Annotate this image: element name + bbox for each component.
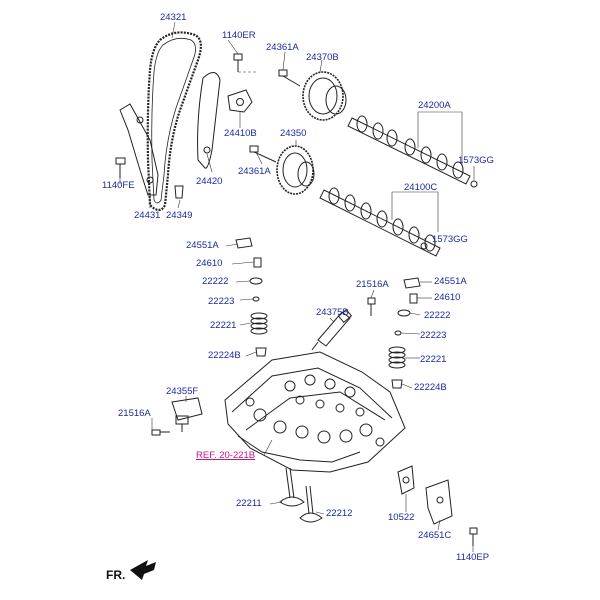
- label-cover-24651c: 24651C: [418, 530, 452, 541]
- label-bolt-21516a-right: 21516A: [356, 279, 389, 290]
- front-arrow-icon: [130, 560, 156, 580]
- leader-lines: [119, 21, 475, 552]
- label-cotter-22223-right: 22223: [420, 330, 447, 341]
- label-sprocket-24350: 24350: [280, 128, 307, 139]
- bolt-21516a-left: [151, 429, 161, 436]
- label-lash-24551a-right: 24551A: [434, 276, 467, 287]
- oil-control-valve: [311, 309, 353, 351]
- cover-24651c: [425, 479, 453, 525]
- bolt-1140er: [233, 53, 243, 61]
- cam-position-sensor: [171, 397, 203, 432]
- label-camshaft-24200a: 24200A: [418, 100, 451, 111]
- label-spring-22221-right: 22221: [420, 354, 447, 365]
- plug-1573gg-mid: [420, 242, 428, 250]
- front-marker: FR.: [106, 568, 126, 582]
- label-seal-22224b-right: 22224B: [414, 382, 447, 393]
- label-plug-1573gg-top: 1573GG: [458, 155, 494, 166]
- label-pin-24349: 24349: [166, 210, 193, 221]
- camshaft-24200a: [347, 115, 471, 185]
- sprocket-24350: [276, 145, 315, 195]
- label-spring-22221-left: 22221: [210, 320, 237, 331]
- camshaft-24100c: [319, 187, 441, 257]
- sprocket-24370b: [302, 71, 347, 121]
- chain-tensioner: [227, 89, 253, 113]
- label-plug-1573gg-mid: 1573GG: [432, 234, 468, 245]
- intake-valve: [279, 467, 305, 507]
- bolt-1140ep: [469, 527, 478, 535]
- label-sprocket-24370b: 24370B: [306, 52, 339, 63]
- label-bolt-21516a-left: 21516A: [118, 408, 151, 419]
- label-tappet-24610-right: 24610: [434, 292, 461, 303]
- label-tappet-24610-left: 24610: [196, 258, 223, 269]
- gasket-10522: [397, 465, 415, 495]
- reference-link[interactable]: REF. 20-221B: [196, 450, 256, 461]
- bolt-24361a-mid: [249, 145, 259, 153]
- bolt-21516a-right: [367, 297, 376, 305]
- valve-train-left: [235, 237, 268, 357]
- label-bolt-1140fe: 1140FE: [102, 180, 135, 191]
- label-chain-guide-24420: 24420: [196, 176, 223, 187]
- tensioner-guide-left: [119, 103, 159, 196]
- label-bolt-1140ep: 1140EP: [456, 552, 490, 563]
- label-lash-24551a-left: 24551A: [186, 240, 219, 251]
- chain-guide-right: [197, 72, 221, 169]
- label-valve-22211: 22211: [236, 498, 262, 509]
- plug-1573gg-top: [470, 180, 478, 188]
- label-cotter-22223-left: 22223: [208, 296, 235, 307]
- label-gasket-10522: 10522: [388, 512, 415, 523]
- pin-24349: [174, 185, 184, 199]
- label-retainer-22222-left: 22222: [202, 276, 229, 287]
- valve-train-right: [388, 277, 421, 389]
- bolt-1140fe: [115, 157, 126, 165]
- label-guide-24431: 24431: [134, 210, 161, 221]
- label-camshaft-24100c: 24100C: [404, 182, 438, 193]
- label-ocv-24375b: 24375B: [316, 307, 349, 318]
- label-sensor-24355f: 24355F: [166, 386, 199, 397]
- label-valve-22212: 22212: [326, 508, 353, 519]
- label-seal-22224b-left: 22224B: [208, 350, 241, 361]
- cylinder-head: [224, 351, 406, 473]
- timing-chain: [146, 31, 202, 212]
- bolt-24361a-top: [278, 69, 288, 77]
- label-chain: 24321: [160, 12, 187, 23]
- label-bolt-1140er: 1140ER: [222, 30, 256, 41]
- timing-chain-inner: [151, 37, 196, 204]
- label-retainer-22222-right: 22222: [424, 310, 451, 321]
- exhaust-valve: [299, 485, 323, 523]
- label-bolt-24361a-mid: 24361A: [238, 166, 271, 177]
- label-bolt-24361a-top: 24361A: [266, 42, 299, 53]
- label-tensioner-24410b: 24410B: [224, 128, 257, 139]
